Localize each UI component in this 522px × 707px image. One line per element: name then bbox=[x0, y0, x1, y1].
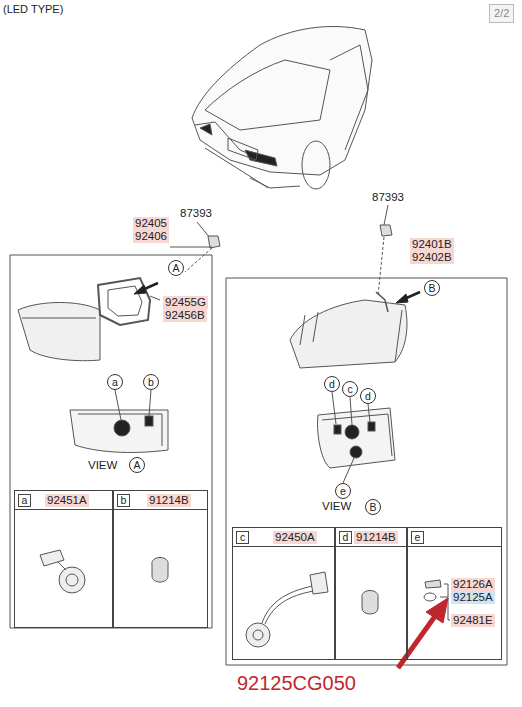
callout-circle: b bbox=[143, 374, 159, 390]
cell-divider bbox=[15, 509, 112, 510]
part-number: 92450A bbox=[273, 531, 317, 544]
callout-circle: A bbox=[129, 457, 145, 473]
cell-divider bbox=[233, 546, 334, 547]
part-number: 92406 bbox=[133, 230, 169, 243]
callout-circle: c bbox=[342, 381, 358, 397]
callout-letter: B bbox=[369, 502, 376, 512]
callout-circle: e bbox=[335, 483, 351, 499]
part-cell: c 92450A bbox=[232, 527, 335, 660]
callout-letter: A bbox=[133, 460, 140, 470]
cell-letter: e bbox=[411, 531, 424, 544]
part-number: 92455G bbox=[163, 296, 208, 309]
cell-letter: d bbox=[339, 531, 352, 544]
callout-letter: A bbox=[172, 263, 179, 273]
label-text: 87393 bbox=[180, 207, 212, 220]
cell-letter: a bbox=[18, 494, 31, 507]
callout-circle: d bbox=[324, 376, 340, 392]
cell-divider bbox=[408, 546, 501, 547]
label-text: 92125CG050 bbox=[237, 672, 356, 694]
callout-circle: A bbox=[168, 260, 184, 276]
callout-circle: B bbox=[365, 499, 381, 515]
part-cell: a 92451A bbox=[14, 490, 113, 628]
part-number: 91214B bbox=[147, 494, 191, 507]
part-cell: d91214B bbox=[335, 527, 407, 660]
callout-letter: a bbox=[112, 377, 118, 387]
label-text: VIEW bbox=[88, 459, 117, 472]
callout-letter: d bbox=[365, 391, 371, 401]
callout-circle: a bbox=[107, 374, 123, 390]
part-number: 92405 bbox=[133, 217, 169, 230]
label-text: 87393 bbox=[372, 191, 404, 204]
part-number: 92401B bbox=[410, 238, 454, 251]
cell-divider bbox=[114, 509, 207, 510]
callout-letter: b bbox=[148, 377, 154, 387]
part-cell: b 91214B bbox=[113, 490, 208, 628]
label-text: (LED TYPE) bbox=[3, 3, 63, 16]
callout-letter: d bbox=[329, 379, 335, 389]
part-number: 92402B bbox=[410, 251, 454, 264]
part-number: 91214B bbox=[354, 531, 398, 544]
callout-letter: B bbox=[428, 283, 435, 293]
part-number: 92126A bbox=[451, 578, 495, 591]
cell-letter: b bbox=[117, 494, 130, 507]
callout-circle: d bbox=[360, 388, 376, 404]
callout-circle: B bbox=[424, 280, 440, 296]
part-number: 92481E bbox=[451, 614, 495, 627]
callout-letter: e bbox=[340, 486, 346, 496]
cell-divider bbox=[336, 546, 406, 547]
callout-letter: c bbox=[347, 384, 352, 394]
label-text: 2/2 bbox=[489, 4, 514, 23]
label-text: VIEW bbox=[322, 500, 351, 513]
part-cell: e 92126A92125A 92481E bbox=[407, 527, 502, 660]
part-number: 92451A bbox=[45, 494, 89, 507]
part-number: 92125A bbox=[451, 591, 495, 604]
part-number: 92456B bbox=[163, 309, 207, 322]
cell-letter: c bbox=[236, 531, 249, 544]
